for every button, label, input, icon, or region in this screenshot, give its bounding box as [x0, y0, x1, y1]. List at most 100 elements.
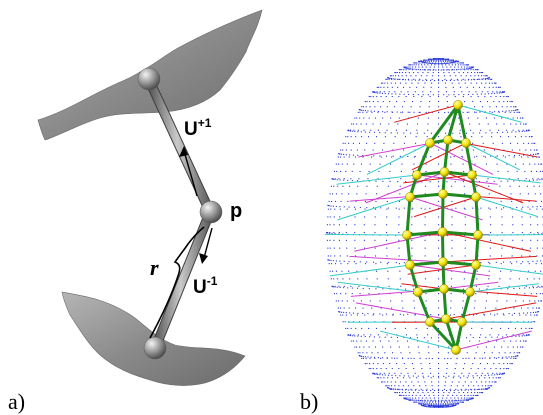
cloud-dot	[417, 62, 419, 64]
cloud-dot	[511, 131, 513, 133]
medial-node	[473, 230, 483, 240]
cloud-dot	[376, 91, 378, 93]
cloud-dot	[368, 170, 370, 172]
cloud-dot	[367, 110, 369, 112]
cloud-dot	[443, 392, 445, 394]
cloud-dot	[375, 208, 377, 210]
cloud-dot	[512, 117, 514, 119]
cloud-dot	[424, 247, 426, 249]
cloud-dot	[374, 232, 376, 234]
cloud-dot	[433, 394, 435, 396]
cloud-dot	[477, 96, 479, 98]
cloud-dot	[405, 75, 407, 77]
cloud-dot	[524, 340, 526, 342]
cloud-dot	[521, 307, 523, 309]
cloud-dot	[427, 69, 429, 71]
cloud-dot	[487, 123, 489, 125]
cloud-dot	[405, 69, 407, 71]
cloud-dot	[513, 109, 515, 111]
cloud-dot	[401, 394, 403, 396]
cloud-dot	[519, 149, 521, 151]
medial-node	[439, 167, 450, 177]
cloud-dot	[345, 154, 347, 156]
cloud-dot	[439, 405, 441, 407]
cloud-dot	[429, 207, 431, 209]
cloud-dot	[500, 200, 502, 202]
medial-node	[437, 227, 448, 237]
cloud-dot	[489, 129, 491, 131]
cloud-dot	[468, 78, 470, 80]
cloud-dot	[376, 278, 378, 280]
cloud-dot	[421, 61, 423, 63]
cloud-dot	[357, 335, 359, 337]
cloud-dot	[460, 68, 462, 70]
cloud-dot	[449, 404, 451, 406]
cloud-dot	[406, 398, 408, 400]
cloud-dot	[538, 156, 540, 158]
cloud-dot	[540, 205, 542, 207]
mesh-edge	[446, 104, 460, 141]
cloud-dot	[460, 399, 462, 401]
cloud-dot	[521, 156, 523, 158]
cloud-dot	[486, 293, 488, 295]
cloud-dot	[408, 392, 410, 394]
cloud-dot	[471, 136, 473, 138]
cloud-dot	[520, 263, 522, 265]
cloud-dot	[338, 233, 340, 235]
cloud-dot	[505, 368, 507, 370]
cloud-dot	[451, 400, 453, 402]
cloud-dot	[446, 405, 448, 407]
cloud-dot	[374, 91, 376, 93]
cloud-dot	[487, 77, 489, 79]
mesh-edge	[442, 288, 448, 320]
cloud-dot	[369, 363, 371, 365]
cloud-dot	[427, 375, 429, 377]
medial-node	[425, 138, 435, 148]
cloud-dot	[474, 111, 476, 113]
cloud-dot	[447, 357, 449, 359]
cloud-dot	[401, 72, 403, 74]
mesh-edge	[416, 291, 432, 323]
cloud-dot	[455, 403, 457, 405]
cloud-dot	[415, 327, 417, 329]
cloud-dot	[506, 101, 508, 103]
cloud-dot	[358, 142, 360, 144]
cloud-dot	[508, 110, 510, 112]
cloud-dot	[462, 399, 464, 401]
cloud-dot	[450, 385, 452, 387]
cloud-dot	[376, 193, 378, 195]
cloud-dot	[333, 239, 335, 241]
cloud-dot	[494, 111, 496, 113]
cloud-dot	[511, 101, 513, 103]
cloud-dot	[425, 278, 427, 280]
cloud-dot	[438, 390, 440, 392]
cloud-dot	[357, 312, 359, 314]
cloud-dot	[337, 156, 339, 158]
cloud-dot	[428, 59, 430, 61]
cloud-dot	[438, 136, 440, 138]
medial-node	[413, 287, 423, 297]
cloud-dot	[379, 340, 381, 342]
cloud-dot	[367, 178, 369, 180]
cloud-dot	[471, 397, 473, 399]
cloud-dot	[432, 75, 434, 77]
cloud-dot	[502, 155, 504, 157]
cloud-dot	[456, 403, 458, 405]
cloud-dot	[454, 403, 456, 405]
cloud-dot	[352, 312, 354, 314]
cloud-dot	[469, 123, 471, 125]
cloud-dot	[365, 123, 367, 125]
cloud-dot	[503, 96, 505, 98]
cloud-dot	[354, 216, 356, 218]
cloud-dot	[458, 399, 460, 401]
cloud-dot	[456, 69, 458, 71]
cloud-dot	[385, 368, 387, 370]
panel-a: U+1 p U-1 r a)	[8, 9, 263, 414]
cloud-dot	[373, 373, 375, 375]
mesh-edge	[405, 234, 412, 266]
cloud-dot	[405, 398, 407, 400]
spoke	[365, 171, 445, 204]
cloud-dot	[403, 93, 405, 95]
cloud-dot	[528, 334, 530, 336]
cloud-dot	[538, 300, 540, 302]
